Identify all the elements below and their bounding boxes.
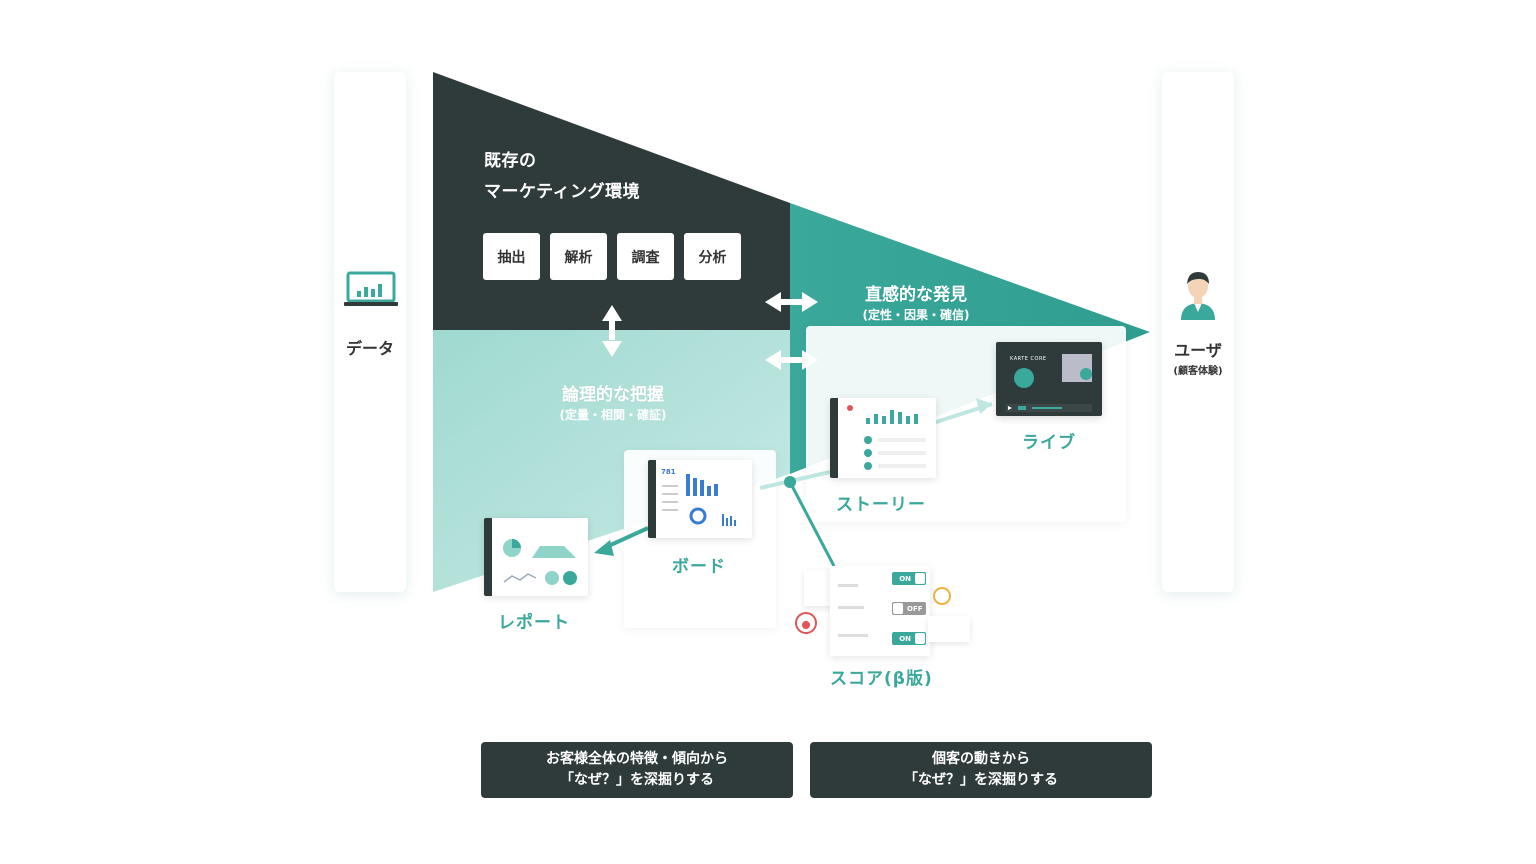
bottom-right-caption: 個客の動きから 「なぜ？」を深掘りする <box>810 742 1152 798</box>
live-screen-graphics <box>996 342 1102 416</box>
score-label: スコア(β版) <box>830 664 933 689</box>
board-label: ボード <box>672 552 726 577</box>
story-card-graphics <box>838 398 936 478</box>
live-label: ライブ <box>1022 428 1076 453</box>
bottom-right-line1: 個客の動きから <box>932 749 1030 770</box>
report-card <box>484 518 588 596</box>
report-card-graphics <box>492 518 588 596</box>
smile-face-icon <box>934 588 950 604</box>
board-card: 781 <box>648 460 752 538</box>
board-card-number: 781 <box>661 468 676 476</box>
live-screen-title: KARTE CORE <box>1010 356 1047 362</box>
bottom-left-line2: 「なぜ？」を深掘りする <box>560 770 714 791</box>
live-screen: KARTE CORE <box>996 342 1102 416</box>
bottom-left-line1: お客様全体の特徴・傾向から <box>546 749 728 770</box>
report-label: レポート <box>498 608 570 633</box>
bottom-right-line2: 「なぜ？」を深掘りする <box>904 770 1058 791</box>
story-label: ストーリー <box>836 490 926 515</box>
story-card <box>830 398 936 478</box>
score-decorations <box>792 580 952 640</box>
bottom-left-caption: お客様全体の特徴・傾向から 「なぜ？」を深掘りする <box>481 742 793 798</box>
